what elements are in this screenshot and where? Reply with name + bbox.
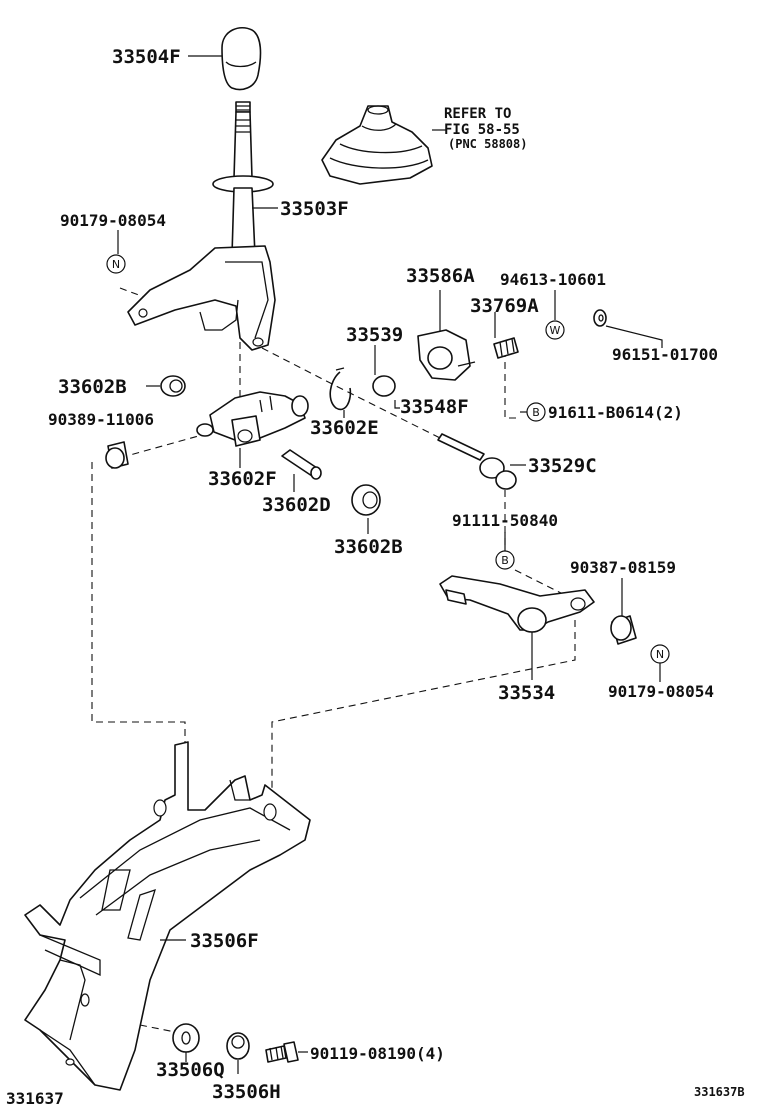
collar-33548F [372, 375, 396, 397]
callout-B-lower-text: B [501, 554, 509, 567]
callout-W-text: W [550, 324, 561, 337]
label-90179-lower: 90179-08054 [608, 682, 714, 701]
label-33503F: 33503F [280, 198, 349, 220]
label-33529C: 33529C [528, 455, 597, 477]
bushing-33602B-lower [351, 484, 381, 516]
label-33602B-lower: 33602B [334, 536, 403, 558]
shift-boot [321, 105, 446, 185]
label-33602E: 33602E [310, 417, 379, 439]
label-94613: 94613-10601 [500, 270, 606, 289]
callout-N-text: N [112, 258, 120, 271]
refer-line-3: (PNC 58808) [448, 137, 527, 151]
label-96151: 96151-01700 [612, 345, 718, 364]
label-33602B-upper: 33602B [58, 376, 127, 398]
callout-N-lower: N [650, 644, 670, 664]
label-33769A: 33769A [470, 295, 539, 317]
label-90119: 90119-08190(4) [310, 1044, 445, 1063]
base-bracket-33506F [24, 741, 311, 1091]
footer-code-left: 331637 [6, 1089, 64, 1108]
label-33504F: 33504F [112, 46, 181, 68]
shift-knob-33504F [221, 26, 262, 91]
callout-W: W [545, 320, 565, 340]
label-33506Q: 33506Q [156, 1059, 225, 1081]
leader-lines [117, 55, 663, 1074]
refer-line-1: REFER TO [444, 106, 511, 122]
label-33586A: 33586A [406, 265, 475, 287]
label-33539: 33539 [346, 324, 403, 346]
spring-33769A [493, 337, 519, 359]
label-91111: 91111-50840 [452, 511, 558, 530]
label-33602F: 33602F [208, 468, 277, 490]
bushing-33506Q [172, 1023, 200, 1053]
bushing-33506H [226, 1032, 250, 1060]
callout-B-upper: B [526, 402, 546, 422]
refer-line-2: FIG 58-55 [444, 122, 520, 138]
collar-90387 [610, 615, 637, 645]
label-91611: 91611-B0614(2) [548, 403, 683, 422]
label-33534: 33534 [498, 682, 555, 704]
rod-33529C [437, 433, 517, 490]
label-33506H: 33506H [212, 1081, 281, 1103]
callout-N-lower-text: N [656, 648, 664, 661]
label-90179-upper: 90179-08054 [60, 211, 166, 230]
callout-N-upper: N [106, 254, 126, 274]
part-labels: 33504F 33503F 90179-08054 REFER TO FIG 5… [6, 46, 745, 1108]
label-33548F: 33548F [400, 396, 469, 418]
bushing-33602B-upper [160, 375, 186, 397]
pin-33602D [281, 449, 322, 480]
shift-lever-33503F [127, 101, 276, 351]
lever-33534 [439, 575, 595, 633]
shift-pivot-assembly [196, 391, 309, 447]
label-90389: 90389-11006 [48, 410, 154, 429]
bushing-90389 [105, 441, 129, 469]
label-90387: 90387-08159 [570, 558, 676, 577]
clip-33602E [329, 367, 352, 411]
callout-B-text: B [532, 406, 540, 419]
housing-33586A [417, 329, 476, 381]
washer-96151 [593, 309, 607, 327]
callout-B-lower: B [495, 550, 515, 570]
label-33506F: 33506F [190, 930, 259, 952]
bolt-90119 [265, 1041, 299, 1063]
footer-code-right: 331637B [694, 1085, 745, 1099]
label-33602D: 33602D [262, 494, 331, 516]
